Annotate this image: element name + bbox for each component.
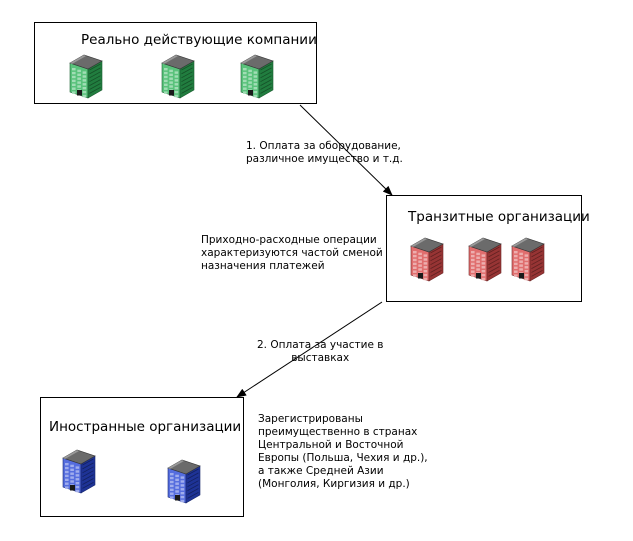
office-building-icon (409, 236, 445, 282)
foreign-organizations-title: Иностранные организации (49, 419, 242, 435)
note-line: выставках (291, 352, 350, 364)
note-line: 1. Оплата за оборудование, (246, 140, 401, 152)
note-line: назначения платежей (201, 260, 325, 272)
note-line: характеризуются частой сменой (201, 247, 383, 259)
arrow-real-to-transit (299, 104, 393, 196)
note-line: различное имущество и т.д. (246, 153, 403, 165)
office-building-icon (160, 53, 196, 99)
note-line: 2. Оплата за участие в (257, 339, 384, 351)
real-companies-title: Реально действующие компании (81, 32, 317, 48)
real-companies-box: Реально действующие компании (34, 22, 317, 104)
note-line: Центральной и Восточной (258, 439, 404, 451)
note-line: (Монголия, Киргизия и др.) (258, 478, 410, 490)
payment-2-note: 2. Оплата за участие в выставках (257, 339, 383, 365)
foreign-organizations-box: Иностранные организации (40, 397, 244, 517)
registered-note: Зарегистрированы преимущественно в стран… (258, 413, 428, 491)
arrow-transit-to-foreign (236, 301, 383, 398)
office-building-icon (166, 458, 202, 504)
note-line: преимущественно в странах (258, 426, 418, 438)
transit-organizations-title: Транзитные организации (408, 209, 590, 225)
note-line: Европы (Польша, Чехия и др.), (258, 452, 428, 464)
note-line: а также Средней Азии (258, 465, 384, 477)
transit-organizations-box: Транзитные организации (386, 195, 590, 302)
note-line: Приходно-расходные операции (201, 234, 377, 246)
office-building-icon (467, 236, 503, 282)
office-building-icon (68, 53, 104, 99)
operations-note: Приходно-расходные операции характеризую… (201, 234, 383, 273)
office-building-icon (239, 53, 275, 99)
office-building-icon (61, 448, 97, 494)
payment-1-note: 1. Оплата за оборудование, различное иму… (246, 140, 403, 166)
note-line: Зарегистрированы (258, 413, 363, 425)
office-building-icon (510, 236, 546, 282)
